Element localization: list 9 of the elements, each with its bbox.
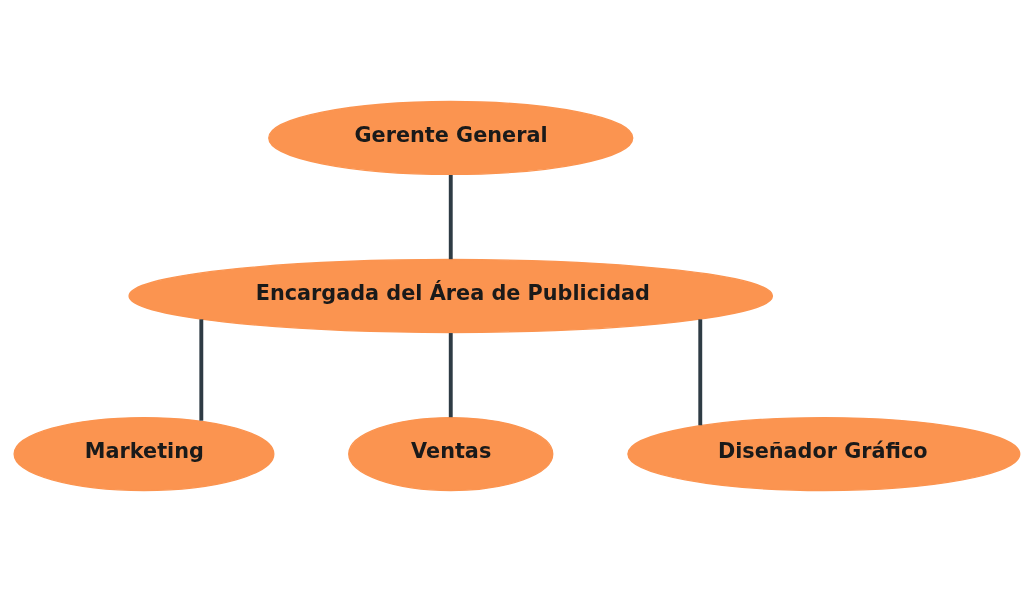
- node-ellipse: Marketing: [13, 416, 275, 492]
- node-ellipse: Gerente General: [268, 100, 634, 176]
- node-ellipse: Ventas: [348, 416, 554, 492]
- connector: [199, 319, 204, 421]
- connector: [698, 319, 703, 426]
- node-ellipse: Encargada del Área de Publicidad: [128, 258, 774, 334]
- node-ellipse: Diseñador Gráfico: [627, 416, 1021, 492]
- connector: [448, 175, 453, 260]
- connector: [448, 333, 453, 418]
